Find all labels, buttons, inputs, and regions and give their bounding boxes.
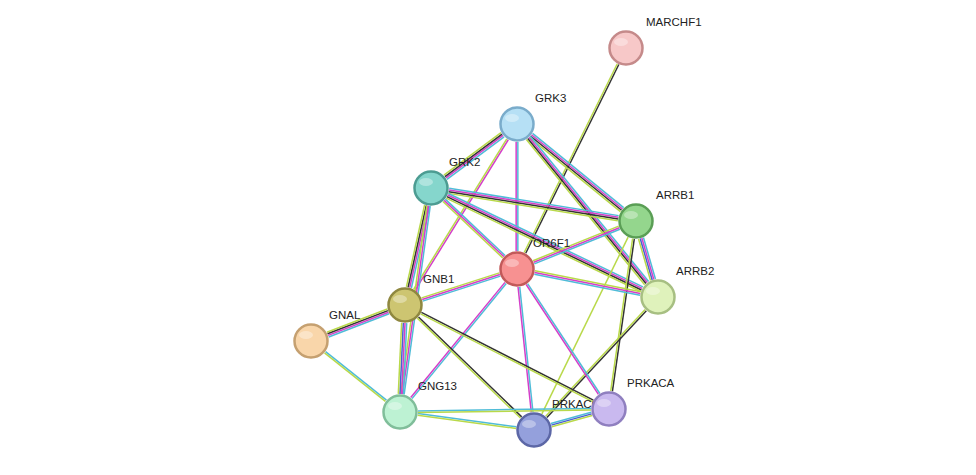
protein-node: OR6F1 xyxy=(499,251,535,287)
evidence-line xyxy=(418,414,516,427)
node-label: GNAL xyxy=(329,309,360,322)
interaction-edge xyxy=(417,317,521,418)
evidence-line xyxy=(422,273,500,298)
evidence-line xyxy=(640,239,652,280)
evidence-line xyxy=(528,284,600,394)
node-label: GRK2 xyxy=(449,156,480,169)
node-circle xyxy=(293,323,329,359)
evidence-line xyxy=(418,415,516,428)
node-circle xyxy=(591,391,627,427)
evidence-line xyxy=(327,309,387,332)
evidence-line xyxy=(443,202,503,258)
interaction-edge xyxy=(418,414,517,429)
interaction-edge xyxy=(526,284,600,395)
interaction-edge xyxy=(533,226,620,264)
node-label: GNG13 xyxy=(418,380,457,393)
node-label: PRKACA xyxy=(627,377,674,390)
evidence-line xyxy=(418,410,591,412)
interaction-edge xyxy=(325,352,387,402)
evidence-line xyxy=(529,137,620,211)
evidence-line xyxy=(446,198,641,291)
evidence-line xyxy=(611,239,633,391)
interaction-edge xyxy=(551,412,592,427)
protein-node: PRKACA xyxy=(591,391,627,427)
evidence-line xyxy=(417,318,520,418)
evidence-line xyxy=(398,323,401,394)
evidence-line xyxy=(444,200,504,256)
interaction-edge xyxy=(411,282,507,398)
evidence-line xyxy=(526,65,619,254)
node-circle xyxy=(387,287,423,323)
node-label: OR6F1 xyxy=(533,237,570,250)
interaction-edge xyxy=(534,271,640,295)
evidence-line xyxy=(326,352,387,401)
evidence-line xyxy=(419,317,522,417)
interaction-edge xyxy=(444,133,504,180)
node-label: ARRB1 xyxy=(656,189,694,202)
evidence-line xyxy=(533,226,619,261)
protein-node: GNG13 xyxy=(382,394,418,430)
protein-node: ARRB1 xyxy=(618,203,654,239)
evidence-line xyxy=(515,142,517,251)
node-circle xyxy=(499,251,535,287)
evidence-line xyxy=(411,282,505,397)
node-circle xyxy=(382,394,418,430)
evidence-line xyxy=(535,271,641,292)
evidence-line xyxy=(534,274,640,295)
evidence-line xyxy=(445,134,502,177)
interaction-edge xyxy=(448,188,618,220)
evidence-line xyxy=(445,199,505,255)
evidence-line xyxy=(524,64,617,253)
evidence-line xyxy=(534,228,620,263)
node-label: MARCHF1 xyxy=(646,16,702,29)
node-label: ARRB2 xyxy=(676,265,714,278)
protein-node: GRK3 xyxy=(499,106,535,142)
interaction-edge xyxy=(639,238,656,281)
evidence-line xyxy=(530,136,621,210)
node-circle xyxy=(516,412,552,448)
node-circle xyxy=(640,279,676,315)
evidence-line xyxy=(518,287,531,412)
protein-node: GRK2 xyxy=(413,170,449,206)
interaction-edge xyxy=(422,273,501,301)
protein-node: GNB1 xyxy=(387,287,423,323)
interaction-edge xyxy=(516,142,518,251)
protein-node: ARRB2 xyxy=(640,279,676,315)
evidence-line xyxy=(412,283,506,398)
node-label: GNB1 xyxy=(423,273,454,286)
evidence-line xyxy=(444,133,501,176)
interaction-edge xyxy=(398,323,406,394)
interaction-edge xyxy=(518,287,533,412)
node-circle xyxy=(413,170,449,206)
evidence-line xyxy=(520,287,533,412)
protein-node: MARCHF1 xyxy=(608,30,644,66)
evidence-line xyxy=(325,353,386,402)
evidence-line xyxy=(535,273,641,294)
interaction-edge xyxy=(327,309,389,337)
evidence-line xyxy=(446,135,503,178)
evidence-line xyxy=(449,190,618,217)
node-circle xyxy=(499,106,535,142)
evidence-line xyxy=(517,142,519,251)
evidence-line xyxy=(552,415,592,426)
protein-node: PRKACG xyxy=(516,412,552,448)
evidence-line xyxy=(526,285,598,395)
node-circle xyxy=(618,203,654,239)
node-circle xyxy=(608,30,644,66)
evidence-line xyxy=(551,414,591,425)
interaction-edge xyxy=(524,64,619,253)
protein-node: GNAL xyxy=(293,323,329,359)
interaction-edge xyxy=(611,239,635,392)
interaction-edge xyxy=(443,199,505,258)
evidence-line xyxy=(639,239,651,280)
node-label: GRK3 xyxy=(535,92,566,105)
